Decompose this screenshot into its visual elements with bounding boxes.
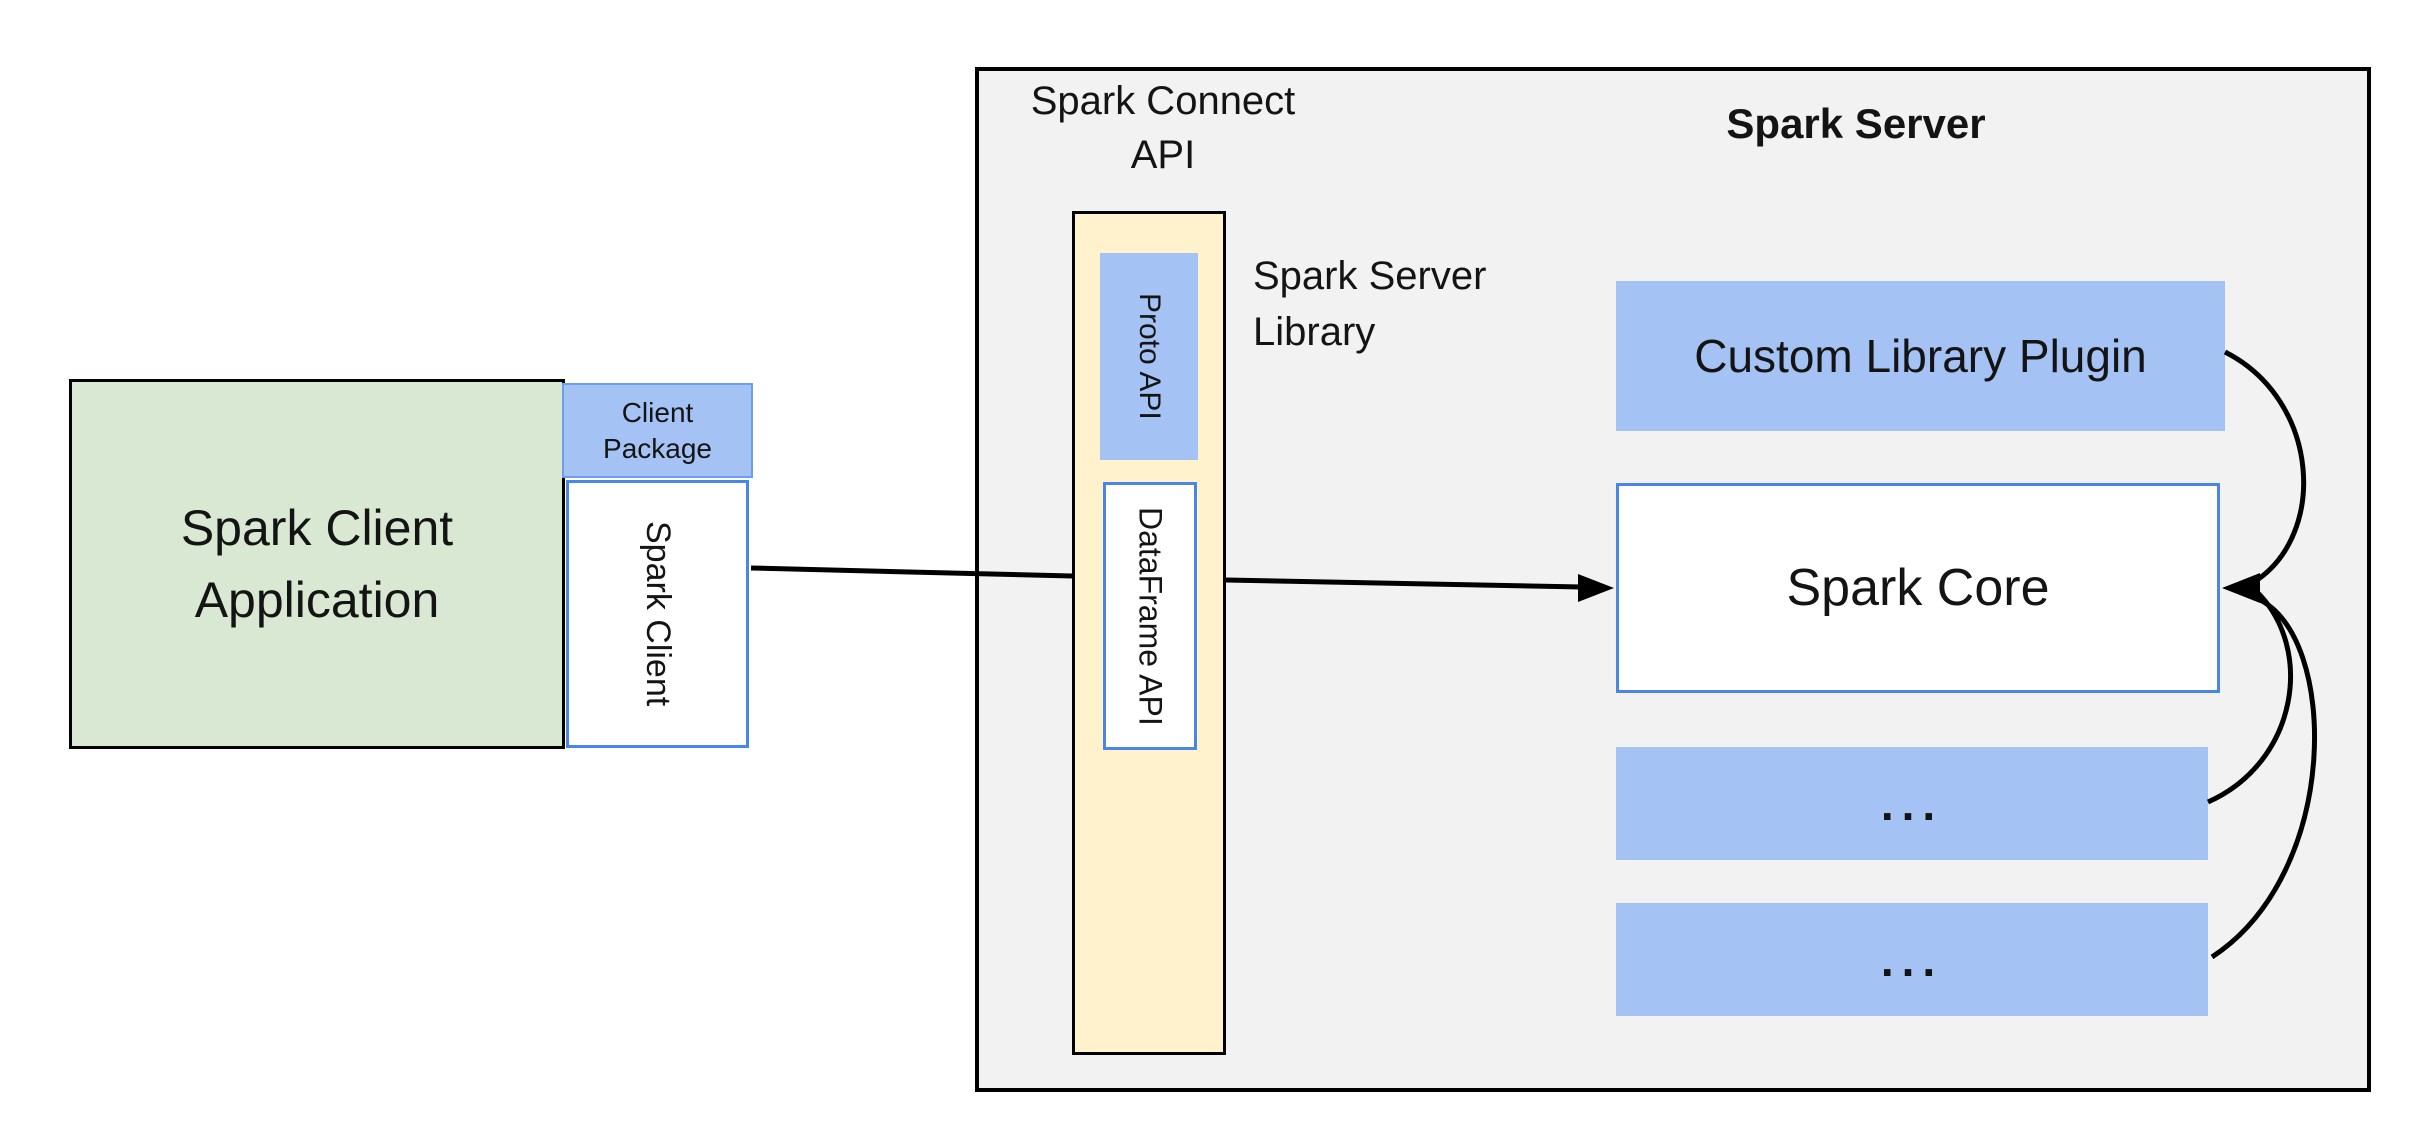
client-package-box: Client Package [562,383,753,478]
dataframe-api-label: DataFrame API [1132,506,1169,726]
spark-client-application-label-line1: Spark Client [180,500,454,556]
spark-connect-api-label: Spark Connect API [1013,74,1313,182]
custom-library-plugin-label: Custom Library Plugin [1694,330,2147,382]
spark-server-library-label-line1: Spark Server [1253,254,1487,298]
dataframe-api-box: DataFrame API [1103,482,1197,750]
spark-core-box: Spark Core [1616,483,2220,693]
client-package-label: Client Package [603,395,712,467]
ellipsis-label-2: ... [1880,933,1944,986]
client-package-label-line2: Package [603,432,712,464]
custom-library-plugin-box: Custom Library Plugin [1616,281,2225,431]
spark-client-application-label-line2: Application [194,572,440,628]
spark-server-title: Spark Server [1726,100,1986,147]
spark-server-library-label-line2: Library [1253,310,1376,354]
server-component-placeholder-box-1: ... [1616,747,2208,860]
spark-client-application-label: Spark Client Application [181,492,453,636]
spark-connect-api-label-line2: API [1130,133,1196,177]
spark-server-library-label: Spark Server Library [1253,248,1573,360]
proto-api-box: Proto API [1100,253,1198,460]
spark-core-label: Spark Core [1786,559,2050,617]
server-component-placeholder-box-2: ... [1616,903,2208,1016]
spark-client-box: Spark Client [566,480,749,748]
ellipsis-label-1: ... [1880,777,1944,830]
client-package-label-line1: Client [621,396,694,428]
proto-api-label: Proto API [1133,293,1166,420]
spark-client-application-box: Spark Client Application [69,379,565,749]
spark-client-label: Spark Client [639,521,677,707]
spark-connect-api-label-line1: Spark Connect [1030,79,1296,123]
